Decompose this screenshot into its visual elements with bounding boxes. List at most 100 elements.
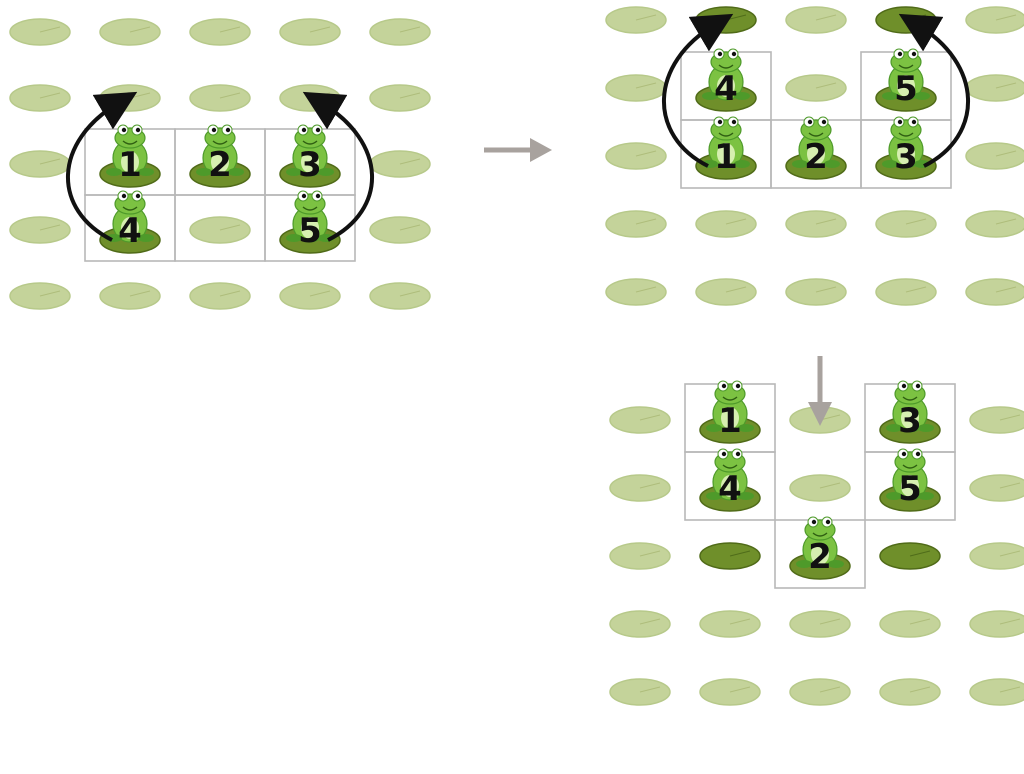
lily-pad-notch [399, 26, 421, 33]
frog-foot [914, 92, 930, 100]
frog-belly [717, 75, 735, 97]
frog-belly [901, 475, 919, 497]
frog-pupil [897, 51, 903, 57]
frog-belly [301, 217, 319, 239]
frog-foot [286, 234, 302, 242]
frog-belly [897, 143, 915, 165]
lily-pad-notch [995, 218, 1017, 225]
frog-pupil [721, 383, 727, 389]
frog-foot [286, 168, 302, 176]
lily-pad-notch [815, 82, 837, 89]
frog: 4 [99, 190, 161, 254]
frog-mouth [722, 464, 738, 469]
frog-pupil [911, 51, 917, 57]
frog-pupil [735, 451, 741, 457]
frog-belly [901, 407, 919, 429]
frog-belly [897, 75, 915, 97]
frog-pupil [901, 383, 907, 389]
frog-belly [121, 151, 139, 173]
frog-number-label: 1 [718, 401, 742, 441]
frog-number-label: 5 [298, 211, 322, 251]
frog-pupil [301, 193, 307, 199]
lily-pad-notch [635, 14, 657, 21]
frog-mouth [722, 396, 738, 401]
frog-pupil [717, 119, 723, 125]
lily-pad-notch [999, 550, 1021, 557]
frog-belly [721, 475, 739, 497]
frog-pupil [135, 193, 141, 199]
lily-pad-notch [639, 414, 661, 421]
frog-pupil [717, 51, 723, 57]
frog-foot [228, 168, 244, 176]
frog-pupil [731, 51, 737, 57]
grid-cell [174, 194, 266, 262]
lily-pad-notch [909, 618, 931, 625]
lily-pad [969, 610, 1024, 638]
frog-foot [706, 492, 722, 500]
frog-foot [738, 424, 754, 432]
lily-pad [969, 542, 1024, 570]
lily-pad-notch [999, 482, 1021, 489]
frog-foot [886, 424, 902, 432]
frog-mouth [302, 140, 318, 145]
frog-foot [886, 492, 902, 500]
lily-pad-notch [635, 150, 657, 157]
frog-number-label: 5 [894, 69, 918, 109]
frog-foot [824, 160, 840, 168]
lily-pad-notch [725, 218, 747, 225]
frog-foot [882, 92, 898, 100]
lily-pad-notch [815, 14, 837, 21]
frog: 1 [699, 380, 761, 444]
frog: 2 [785, 116, 847, 180]
lily-pad-notch [399, 290, 421, 297]
frog-belly [121, 217, 139, 239]
frog-foot [792, 160, 808, 168]
lily-pad-notch [635, 82, 657, 89]
frog-number-label: 4 [714, 69, 738, 109]
frog-belly [807, 143, 825, 165]
jump-arrow-right [302, 91, 374, 242]
frog-pupil [301, 127, 307, 133]
lily-pad-notch [309, 26, 331, 33]
frog-foot [734, 92, 750, 100]
frog-pupil [225, 127, 231, 133]
lily-pad-notch [819, 686, 841, 693]
frog: 4 [699, 448, 761, 512]
jump-arrow-left [662, 13, 734, 168]
frog-number-label: 1 [714, 137, 738, 177]
frog: 2 [189, 124, 251, 188]
frog-foot [738, 492, 754, 500]
frog-pupil [135, 127, 141, 133]
lily-pad-notch [999, 414, 1021, 421]
frog-number-label: 3 [298, 145, 322, 185]
lily-pad-notch [39, 290, 61, 297]
lily-pad-notch [39, 224, 61, 231]
lily-pad-notch [999, 618, 1021, 625]
lily-pad-notch [635, 286, 657, 293]
lily-pad-notch [905, 286, 927, 293]
lily-pad-notch [815, 218, 837, 225]
lily-pad-notch [639, 482, 661, 489]
frog-mouth [718, 132, 734, 137]
frog-foot [796, 560, 812, 568]
lily-pad-notch [635, 218, 657, 225]
frog-pupil [915, 451, 921, 457]
lily-pad-notch [819, 482, 841, 489]
frog-number-label: 1 [118, 145, 142, 185]
frog-pupil [825, 519, 831, 525]
lily-pad-notch [639, 686, 661, 693]
frog-pupil [897, 119, 903, 125]
frog-pupil [807, 119, 813, 125]
lily-pad-notch [729, 686, 751, 693]
lily-pad [965, 74, 1024, 102]
lily-pad-notch [39, 92, 61, 99]
frog: 5 [875, 48, 937, 112]
frog-mouth [122, 140, 138, 145]
frog-belly [811, 543, 829, 565]
frog-number-label: 2 [808, 537, 832, 577]
lily-pad-notch [819, 618, 841, 625]
frog: 3 [279, 124, 341, 188]
